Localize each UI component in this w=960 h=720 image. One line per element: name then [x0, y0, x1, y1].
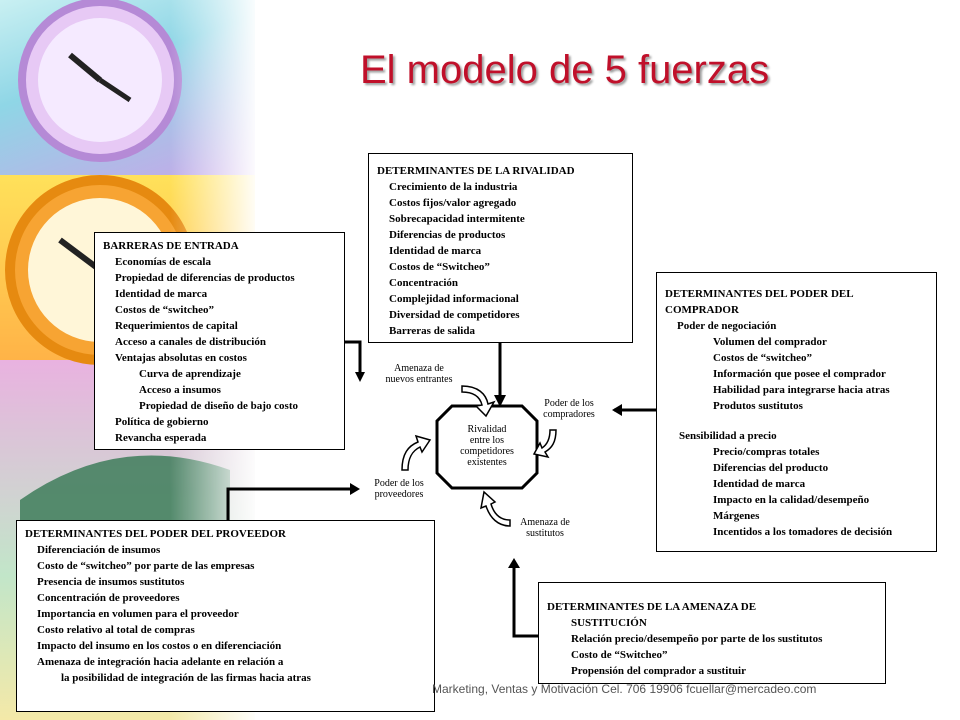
rivalry-determinants-box: DETERMINANTES DE LA RIVALIDAD Crecimient…	[368, 153, 633, 343]
list-item: Barreras de salida	[389, 325, 475, 337]
list-item: Costo relativo al total de compras	[37, 624, 195, 636]
list-item: Economías de escala	[115, 256, 211, 268]
list-item: Complejidad informacional	[389, 293, 519, 305]
group-label: Sensibilidad a precio	[679, 430, 777, 442]
center-octagon	[435, 404, 539, 490]
list-subitem: Habilidad para integrarse hacia atras	[713, 384, 890, 396]
list-subitem: Identidad de marca	[713, 478, 806, 490]
page-title: El modelo de 5 fuerzas	[360, 48, 770, 92]
list-item: Presencia de insumos sustitutos	[37, 576, 185, 588]
arrow-substitutes	[480, 490, 511, 527]
list-item: Identidad de marca	[389, 245, 482, 257]
list-item: Crecimiento de la industria	[389, 181, 518, 193]
list-item: Acceso a canales de distribución	[115, 336, 266, 348]
substitute-heading-cont: SUSTITUCIÓN	[571, 617, 647, 629]
list-item: Concentración	[389, 277, 459, 289]
label-new-entrants: Amenaza de nuevos entrantes	[385, 363, 453, 385]
label-buyers: Poder de los compradores	[543, 398, 595, 420]
supplier-heading: DETERMINANTES DEL PODER DEL PROVEEDOR	[25, 528, 286, 540]
list-item: Ventajas absolutas en costos	[115, 352, 247, 364]
list-item: Revancha esperada	[115, 432, 207, 444]
list-subitem: Propiedad de diseño de bajo costo	[139, 400, 299, 412]
list-item: Impacto del insumo en los costos o en di…	[37, 640, 282, 652]
list-subitem: Curva de aprendizaje	[139, 368, 241, 380]
list-item: Costo de “Switcheo”	[571, 649, 668, 661]
entry-heading: BARRERAS DE ENTRADA	[103, 240, 239, 252]
list-item: Costos de “Switcheo”	[389, 261, 490, 273]
list-item: Diferencias de productos	[389, 229, 506, 241]
list-subitem: Información que posee el comprador	[713, 368, 886, 380]
list-subitem: Costos de “switcheo”	[713, 352, 812, 364]
center-rivalry-label: Rivalidad entre los competidores existen…	[460, 424, 514, 468]
list-item: Requerimientos de capital	[115, 320, 238, 332]
arrow-buyers	[532, 429, 557, 459]
substitute-heading: DETERMINANTES DE LA AMENAZA DE	[547, 601, 757, 613]
list-subitem: Márgenes	[713, 510, 760, 522]
list-item: Costos fijos/valor agregado	[389, 197, 517, 209]
list-subitem: Acceso a insumos	[139, 384, 221, 396]
arrow-suppliers	[401, 434, 432, 471]
entry-barriers-box: BARRERAS DE ENTRADA Economías de escala …	[94, 232, 345, 450]
list-subitem: Diferencias del producto	[713, 462, 829, 474]
arrow-new-entrants	[461, 385, 496, 418]
supplier-power-box: DETERMINANTES DEL PODER DEL PROVEEDOR Di…	[16, 520, 435, 712]
footer-text: Marketing, Ventas y Motivación Cel. 706 …	[432, 682, 817, 696]
list-item: Importancia en volumen para el proveedor	[37, 608, 239, 620]
list-item: Propiedad de diferencias de productos	[115, 272, 295, 284]
list-subitem: Precio/compras totales	[713, 446, 820, 458]
list-subitem: Volumen del comprador	[713, 336, 827, 348]
list-item: Costos de “switcheo”	[115, 304, 214, 316]
list-item: Identidad de marca	[115, 288, 208, 300]
list-item-continuation: la posibilidad de integración de las fir…	[61, 672, 311, 684]
label-substitutes: Amenaza de sustitutos	[520, 517, 570, 539]
list-item: Diferenciación de insumos	[37, 544, 161, 556]
list-item: Sobrecapacidad intermitente	[389, 213, 525, 225]
list-subitem: Produtos sustitutos	[713, 400, 803, 412]
buyer-heading: DETERMINANTES DEL PODER DEL COMPRADOR	[665, 288, 853, 316]
list-item: Concentración de proveedores	[37, 592, 180, 604]
substitute-threat-box: DETERMINANTES DE LA AMENAZA DE SUSTITUCI…	[538, 582, 886, 684]
list-item: Costo de “switcheo” por parte de las emp…	[37, 560, 255, 572]
buyer-power-box: DETERMINANTES DEL PODER DEL COMPRADOR Po…	[656, 272, 937, 552]
list-item: Política de gobierno	[115, 416, 209, 428]
group-label: Poder de negociación	[677, 320, 777, 332]
list-subitem: Impacto en la calidad/desempeño	[713, 494, 870, 506]
list-item: Amenaza de integración hacia adelante en…	[37, 656, 284, 668]
label-suppliers: Poder de los proveedores	[374, 478, 424, 500]
list-item: Diversidad de competidores	[389, 309, 520, 321]
rivalry-heading: DETERMINANTES DE LA RIVALIDAD	[377, 165, 575, 177]
list-item: Propensión del comprador a sustituir	[571, 665, 746, 677]
list-subitem: Incentidos a los tomadores de decisión	[713, 526, 893, 538]
list-item: Relación precio/desempeño por parte de l…	[571, 633, 823, 645]
